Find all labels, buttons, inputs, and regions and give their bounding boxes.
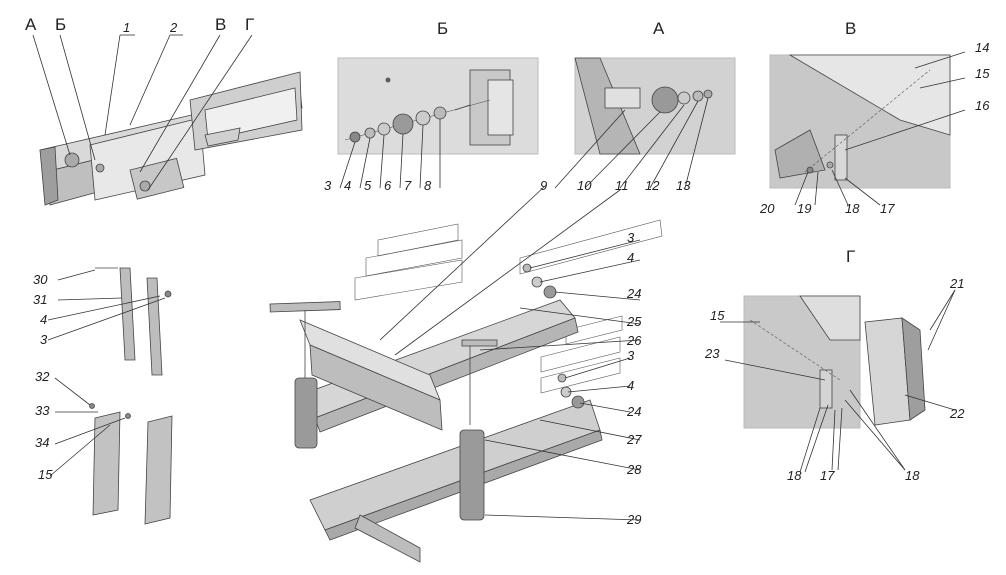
center-leaders (379, 185, 641, 521)
callout-23: 23 (704, 346, 720, 361)
callout-33: 33 (35, 403, 50, 418)
callout-34: 34 (35, 435, 49, 450)
callout-22: 22 (949, 406, 965, 421)
callout-17-v: 17 (880, 201, 895, 216)
view-label-a-overview: А (25, 15, 37, 34)
center-springs (294, 377, 485, 521)
callout-12: 12 (645, 178, 660, 193)
center-beams (269, 299, 603, 563)
callout-3-b: 3 (324, 178, 332, 193)
callout-3-left: 3 (40, 332, 48, 347)
callout-7: 7 (404, 178, 412, 193)
detail-a-title: А (653, 19, 665, 38)
callout-10: 10 (577, 178, 592, 193)
detail-v-leaders (794, 51, 966, 206)
callout-25: 25 (626, 314, 642, 329)
detail-b-title: Б (437, 19, 448, 38)
callout-11: 11 (615, 178, 629, 193)
callout-4-center-a: 4 (627, 250, 634, 265)
callout-27: 27 (626, 432, 642, 447)
callout-20: 20 (759, 201, 775, 216)
callout-24-center-a: 24 (626, 286, 641, 301)
callout-26: 26 (626, 333, 642, 348)
left-plates-bottom-leaders (49, 377, 126, 477)
callout-6: 6 (384, 178, 392, 193)
detail-a-leaders (554, 97, 709, 189)
detail-a-view (574, 57, 736, 155)
view-label-g-overview: Г (245, 15, 254, 34)
left-plates-top-leaders (47, 269, 166, 341)
detail-g-view (743, 295, 926, 429)
callout-24-center-b: 24 (626, 404, 641, 419)
callout-8: 8 (424, 178, 432, 193)
detail-v-title: В (845, 19, 856, 38)
callout-17-g: 17 (820, 468, 835, 483)
callout-18-v: 18 (845, 201, 860, 216)
callout-30: 30 (33, 272, 48, 287)
callout-13: 13 (676, 178, 691, 193)
left-plates-top (95, 267, 172, 376)
callout-15-left: 15 (38, 467, 53, 482)
callout-18-g-left: 18 (787, 468, 802, 483)
callout-15-g: 15 (710, 308, 725, 323)
callout-31: 31 (33, 292, 47, 307)
callout-4-b: 4 (344, 178, 351, 193)
callout-15-v: 15 (975, 66, 990, 81)
callout-16: 16 (975, 98, 990, 113)
overview-leaders (32, 34, 253, 191)
detail-g-leaders (720, 289, 956, 473)
callout-3-center-a: 3 (627, 230, 635, 245)
callout-19: 19 (797, 201, 811, 216)
view-label-b-overview: Б (55, 15, 66, 34)
callout-4-left: 4 (40, 312, 47, 327)
callout-1: 1 (123, 20, 130, 35)
overview-assembly (39, 71, 303, 206)
center-fasteners (522, 263, 585, 409)
left-plates-bottom (89, 403, 173, 525)
callout-28: 28 (626, 462, 642, 477)
detail-b-view (337, 57, 539, 155)
detail-b-leaders (339, 119, 441, 189)
view-label-v-overview: В (215, 15, 226, 34)
callout-5: 5 (364, 178, 372, 193)
callout-29: 29 (626, 512, 641, 527)
callout-3-center-b: 3 (627, 348, 635, 363)
callout-18-g-right: 18 (905, 468, 920, 483)
callout-4-center-b: 4 (627, 378, 634, 393)
center-outline-boxes (354, 219, 663, 394)
callout-14: 14 (975, 40, 989, 55)
callout-21: 21 (949, 276, 964, 291)
callout-32: 32 (35, 369, 50, 384)
callout-9: 9 (540, 178, 547, 193)
detail-v-view (769, 54, 951, 189)
callout-2: 2 (169, 20, 178, 35)
detail-g-title: Г (846, 247, 855, 266)
